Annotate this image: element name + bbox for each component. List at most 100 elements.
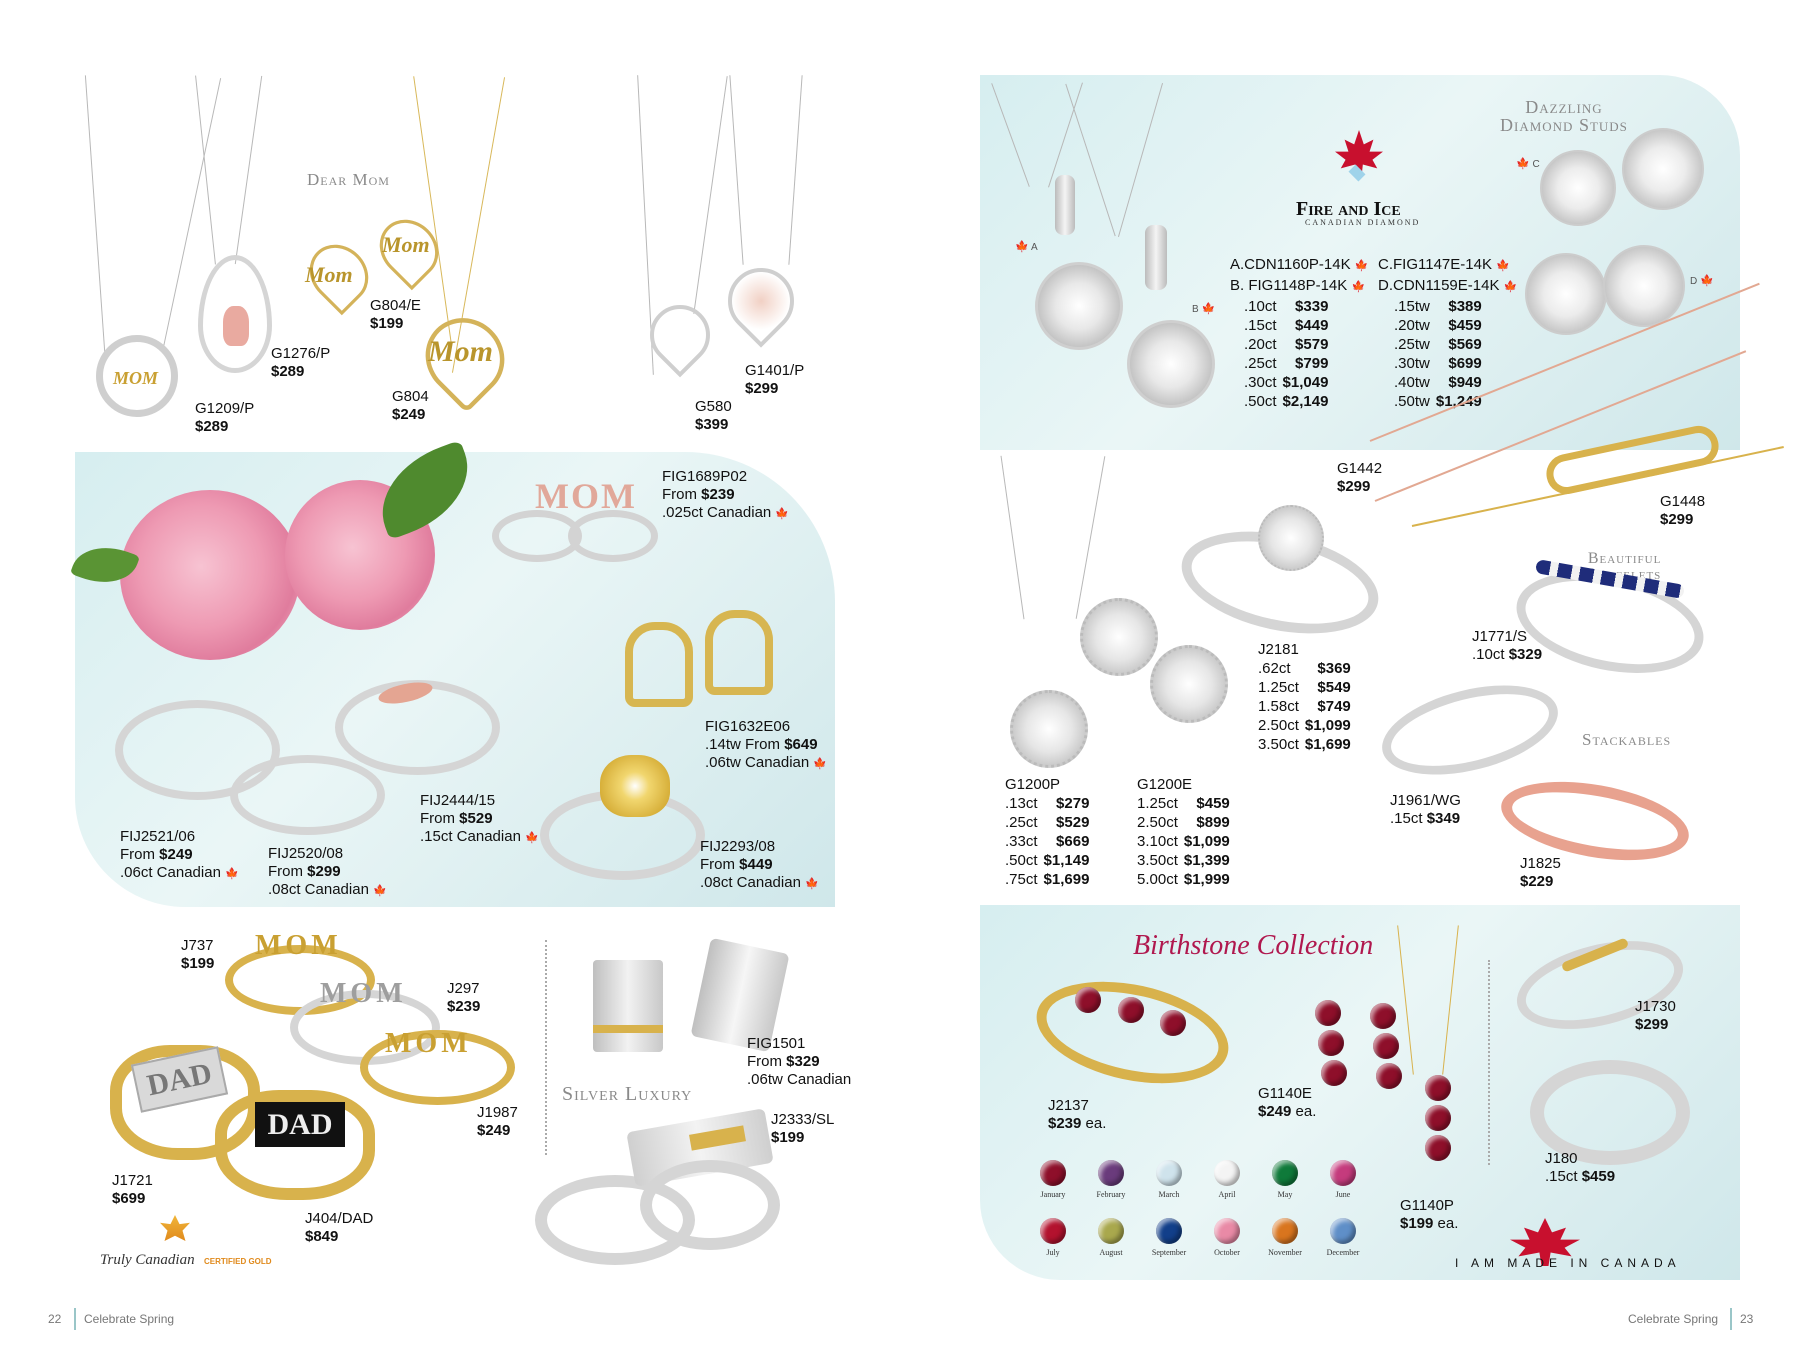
birthstone-gem-june bbox=[1330, 1160, 1356, 1186]
bracelets-title-line1: Beautiful bbox=[1587, 550, 1662, 567]
birthstone-gem-october bbox=[1214, 1218, 1240, 1244]
g1200e-carat: 2.50ct bbox=[1137, 814, 1178, 831]
pendant-b-letter: B bbox=[1192, 304, 1199, 315]
j2181-carat: .62ct bbox=[1258, 660, 1291, 677]
cdn-right-carat: .20tw bbox=[1394, 317, 1430, 334]
cdn-right-row: .50tw$1,249 bbox=[1394, 392, 1482, 411]
j2181-row: 3.50ct$1,699 bbox=[1258, 735, 1351, 754]
g1200p-price: $279 bbox=[1056, 795, 1090, 812]
g1200e-row: 3.50ct$1,399 bbox=[1137, 851, 1230, 870]
fire-and-ice-subtitle: CANADIAN DIAMOND bbox=[1305, 218, 1421, 227]
j2137-garnet-3 bbox=[1160, 1010, 1186, 1036]
stud-c-right bbox=[1622, 128, 1704, 210]
cdn-right-carat: .40tw bbox=[1394, 374, 1430, 391]
cdn-right-price: $459 bbox=[1448, 317, 1482, 334]
cdn-right-head-c-text: C.FIG1147E-14K bbox=[1378, 256, 1492, 273]
j1987-ring-image bbox=[360, 1030, 515, 1105]
g1276-pendant-image bbox=[198, 255, 272, 373]
j1987-ring-word: MOM bbox=[385, 1028, 472, 1059]
g1200p-price-table: G1200P .13ct$279.25ct$529.33ct$669.50ct$… bbox=[1005, 775, 1089, 889]
g804e-earring-right-word: Mom bbox=[382, 232, 430, 257]
g1401-label: G1401/P $299 bbox=[745, 362, 804, 398]
fig1501-price: $329 bbox=[786, 1053, 820, 1070]
cdn-right-price: $389 bbox=[1448, 298, 1482, 315]
cdn-left-row: .20ct$579 bbox=[1244, 335, 1328, 354]
j1961-ring-image bbox=[1372, 669, 1568, 791]
g1200p-row: .33ct$669 bbox=[1005, 832, 1089, 851]
fij2521-from: From bbox=[120, 846, 155, 863]
birthstone-gem-april bbox=[1214, 1160, 1240, 1186]
stud-c-left bbox=[1540, 150, 1616, 226]
fig1632-label: FIG1632E06 .14tw From $649 .06tw Canadia… bbox=[705, 718, 827, 773]
g1200e-row: 3.10ct$1,099 bbox=[1137, 832, 1230, 851]
silver-divider bbox=[545, 940, 547, 1155]
g1401-sku: G1401/P bbox=[745, 362, 805, 379]
birthstone-gem-january bbox=[1040, 1160, 1066, 1186]
fig1689-price: $239 bbox=[701, 486, 735, 503]
g1276-sku: G1276/P bbox=[271, 345, 331, 362]
birthstone-gem-september bbox=[1156, 1218, 1182, 1244]
right-footer-divider bbox=[1730, 1308, 1732, 1330]
g804-pendant-word: Mom bbox=[428, 335, 494, 368]
chain-g1401-b bbox=[788, 75, 803, 265]
maple-leaf-icon: 🍁 bbox=[1201, 303, 1216, 315]
cdn-left-head-a-text: A.CDN1160P-14K bbox=[1230, 256, 1351, 273]
g1200p-price: $1,149 bbox=[1043, 852, 1090, 869]
chain-g1276-b bbox=[234, 75, 263, 265]
maple-leaf-icon: 🍁 bbox=[775, 508, 790, 520]
fij2444-sku: FIJ2444/15 bbox=[420, 792, 496, 809]
cdn-right-row: .25tw$569 bbox=[1394, 335, 1482, 354]
g1448-sku: G1448 bbox=[1660, 493, 1706, 510]
fig1501-sku: FIG1501 bbox=[747, 1035, 806, 1052]
j1987-price: $249 bbox=[477, 1122, 511, 1139]
j1987-label: J1987 $249 bbox=[477, 1104, 518, 1140]
cdn-right-price-table: C.FIG1147E-14K 🍁 D.CDN1159E-14K 🍁 .15tw$… bbox=[1378, 255, 1517, 411]
j2137-garnet-2 bbox=[1118, 997, 1144, 1023]
j737-label: J737 $199 bbox=[181, 937, 214, 973]
silver-luxury-title: Silver Luxury bbox=[562, 1083, 693, 1105]
fij2521-price: $249 bbox=[159, 846, 193, 863]
fig1501-detail: .06tw Canadian bbox=[747, 1071, 852, 1088]
stackables-title: Stackables bbox=[1582, 730, 1672, 749]
maple-leaf-icon: 🍁 bbox=[525, 832, 539, 844]
fig1689-label: FIG1689P02 From $239 .025ct Canadian 🍁 bbox=[662, 468, 789, 523]
g1200e-sku: G1200E bbox=[1137, 776, 1193, 793]
j1771-label: J1771/S .10ct $329 bbox=[1472, 628, 1542, 664]
birthstone-gem-july bbox=[1040, 1218, 1066, 1244]
birthstone-month-label: December bbox=[1326, 1248, 1360, 1257]
j2181-row: .62ct $369 bbox=[1258, 659, 1351, 678]
birthstone-month-label: May bbox=[1277, 1190, 1293, 1199]
g1448-price: $299 bbox=[1660, 511, 1694, 528]
fig1501-cufflink-left bbox=[593, 960, 663, 1052]
g1200p-row: .25ct$529 bbox=[1005, 813, 1089, 832]
j297-label: J297 $239 bbox=[447, 980, 480, 1016]
stud-c-marker: 🍁 C bbox=[1516, 155, 1540, 174]
right-page-number: 23 bbox=[1740, 1312, 1754, 1326]
maple-leaf-icon: 🍁 bbox=[1700, 275, 1714, 287]
g1200e-row: 5.00ct$1,999 bbox=[1137, 870, 1230, 889]
maple-leaf-icon: 🍁 bbox=[225, 868, 239, 880]
j180-price: $459 bbox=[1581, 1168, 1616, 1185]
cdn-left-row: .10ct$339 bbox=[1244, 297, 1328, 316]
g1140p-label: G1140P $199 ea. bbox=[1400, 1197, 1458, 1233]
pendant-a-diamond bbox=[1035, 262, 1123, 350]
j297-sku: J297 bbox=[447, 980, 480, 997]
j2181-price: $369 bbox=[1317, 660, 1351, 677]
g1200p-row: .50ct$1,149 bbox=[1005, 851, 1089, 870]
cdn-left-price: $1,049 bbox=[1282, 374, 1329, 391]
birthstone-month-label: July bbox=[1046, 1248, 1060, 1257]
j2181-diamond-cluster bbox=[1258, 505, 1324, 571]
fij2521-label: FIJ2521/06 From $249 .06ct Canadian 🍁 bbox=[120, 828, 239, 883]
g1401-price: $299 bbox=[745, 380, 779, 397]
j1771-detail: .10ct bbox=[1472, 646, 1505, 663]
fij2293-label: FIJ2293/08 From $449 .08ct Canadian 🍁 bbox=[700, 838, 819, 893]
left-footer-label: Celebrate Spring bbox=[84, 1312, 175, 1326]
g1140e-price: $249 bbox=[1258, 1103, 1292, 1120]
pendant-a-marker: 🍁 A bbox=[1015, 238, 1038, 257]
birthstone-gem-november bbox=[1272, 1218, 1298, 1244]
maple-leaf-icon: 🍁 bbox=[813, 758, 828, 770]
maple-leaf-icon: 🍁 bbox=[805, 878, 819, 890]
j2333-sku: J2333/SL bbox=[771, 1111, 835, 1128]
